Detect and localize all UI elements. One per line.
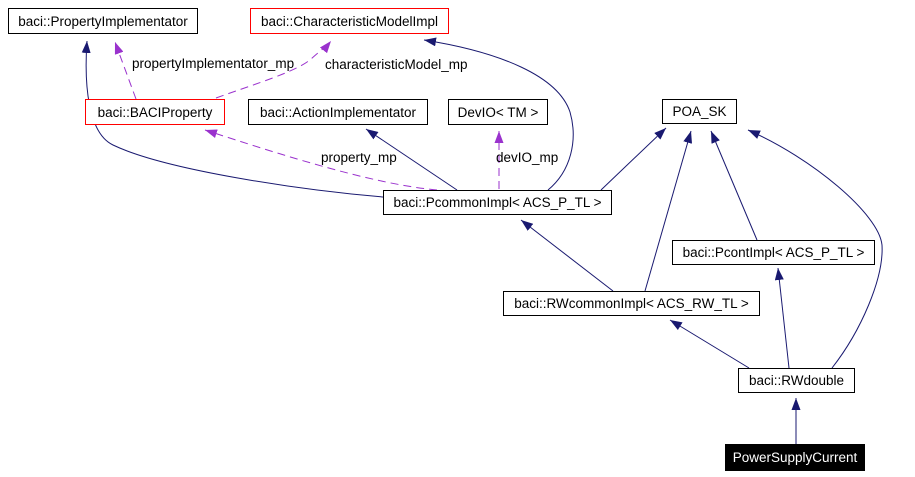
edge-inherit-pcommonimpl-propertyimplementator [81,40,384,198]
node-devio-tm[interactable]: DevIO< TM > [448,99,548,125]
node-baci-actionimplementator[interactable]: baci::ActionImplementator [248,99,428,125]
edge-inherit-rwcommonimpl-poask [644,130,693,292]
edge-inherit-pcommonimpl-actionimplementator [365,128,458,191]
node-baci-propertyimplementator[interactable]: baci::PropertyImplementator [8,8,198,34]
edge-label-characteristicmodel-mp: characteristicModel_mp [325,57,468,72]
edge-label-devio-mp: devIO_mp [496,150,559,165]
edge-inherit-rwdouble-rwcommonimpl [669,319,750,369]
edge-inherit-pcommonimpl-characteristicmodelimpl [423,37,574,191]
edge-label-propertyimplementator-mp: propertyImplementator_mp [132,56,295,71]
node-baci-rwdouble[interactable]: baci::RWdouble [738,368,855,393]
edge-inherit-pcommonimpl-poask [600,127,667,191]
edge-usage-pcommonimpl-baciproperty [204,129,438,191]
edge-label-property-mp: property_mp [321,150,397,165]
edge-inherit-pcontimpl-poask [710,130,758,241]
node-poa-sk[interactable]: POA_SK [662,99,737,124]
edge-inherit-rwdouble-poask [747,129,883,369]
edge-inherit-rwdouble-pcontimpl [774,267,790,369]
node-baci-pcontimpl[interactable]: baci::PcontImpl< ACS_P_TL > [672,240,875,265]
edge-inherit-rwcommonimpl-pcommonimpl [520,219,614,292]
node-powersupplycurrent: PowerSupplyCurrent [725,444,865,471]
node-baci-rwcommonimpl[interactable]: baci::RWcommonImpl< ACS_RW_TL > [503,291,760,316]
edge-usage-baciproperty-propertyimplementator [114,41,137,100]
node-baci-baciproperty[interactable]: baci::BACIProperty [85,99,225,125]
node-baci-pcommonimpl[interactable]: baci::PcommonImpl< ACS_P_TL > [383,190,612,215]
edge-usage-baciproperty-characteristicmodelimpl [215,40,332,99]
node-baci-characteristicmodelimpl[interactable]: baci::CharacteristicModelImpl [250,8,449,34]
